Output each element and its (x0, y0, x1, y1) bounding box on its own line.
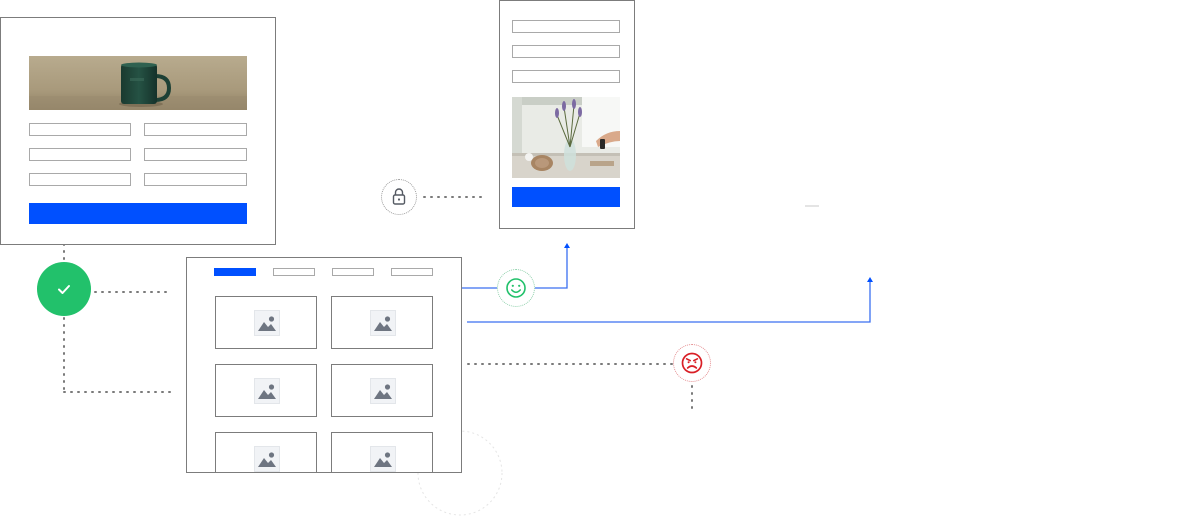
gallery-tab-3[interactable] (332, 268, 374, 276)
form-field-3[interactable] (29, 148, 131, 161)
lock-icon (392, 188, 406, 205)
image-placeholder-icon (370, 310, 396, 336)
gallery-bottom-mask (185, 473, 465, 531)
happy-badge (497, 269, 535, 307)
gallery-image-tile[interactable] (215, 364, 317, 417)
form-field-6[interactable] (144, 173, 247, 186)
image-placeholder-icon (254, 446, 280, 472)
green-mug-photo (29, 56, 247, 110)
mobile-field-1[interactable] (512, 20, 620, 33)
mobile-submit-button[interactable] (512, 187, 620, 207)
form-field-5[interactable] (29, 173, 131, 186)
image-placeholder-icon (254, 310, 280, 336)
gallery-image-tile[interactable] (331, 364, 433, 417)
image-placeholder-icon (370, 446, 396, 472)
image-placeholder-icon (370, 378, 396, 404)
mobile-form-card (499, 0, 635, 229)
image-placeholder-icon (254, 378, 280, 404)
form-submit-button[interactable] (29, 203, 247, 224)
check-icon (58, 285, 70, 294)
lavender-vase-photo (512, 97, 620, 178)
mobile-field-3[interactable] (512, 70, 620, 83)
angry-face-icon (681, 352, 703, 374)
arrowhead-up-right (867, 277, 873, 282)
approved-badge (37, 262, 91, 316)
gallery-tab-active[interactable] (214, 268, 256, 276)
form-field-2[interactable] (144, 123, 247, 136)
gallery-image-tile[interactable] (331, 296, 433, 349)
angry-badge (673, 344, 711, 382)
mobile-field-2[interactable] (512, 45, 620, 58)
form-field-4[interactable] (144, 148, 247, 161)
gallery-tab-4[interactable] (391, 268, 433, 276)
gallery-image-tile[interactable] (215, 432, 317, 472)
form-card (0, 17, 276, 245)
locked-badge (381, 179, 417, 215)
gallery-image-tile[interactable] (331, 432, 433, 472)
form-field-1[interactable] (29, 123, 131, 136)
gallery-image-tile[interactable] (215, 296, 317, 349)
smiley-icon (506, 278, 526, 298)
arrowhead-up-mobile (564, 243, 570, 248)
gallery-tab-2[interactable] (273, 268, 315, 276)
